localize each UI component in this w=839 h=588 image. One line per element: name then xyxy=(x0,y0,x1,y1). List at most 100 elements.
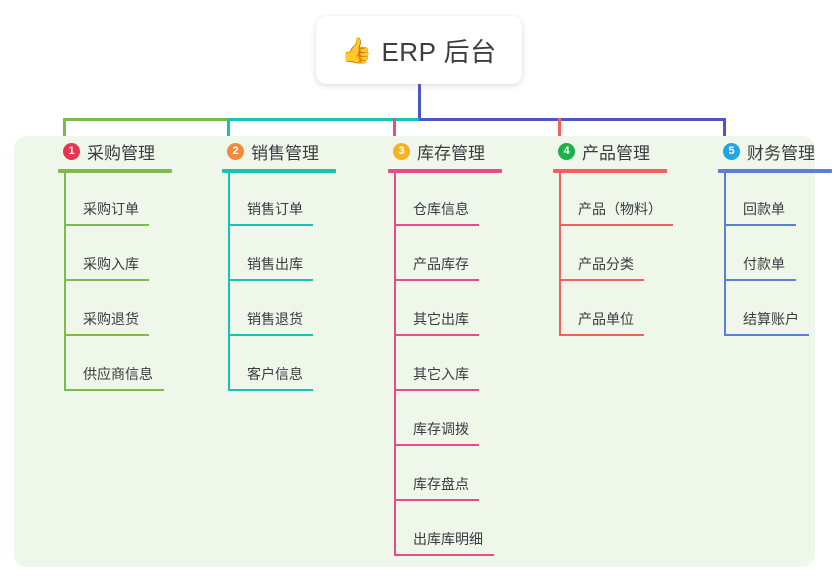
leaf-label: 销售退货 xyxy=(247,311,303,327)
leaf-label: 采购订单 xyxy=(83,201,139,217)
leaf-node[interactable]: 付款单 xyxy=(724,226,798,281)
branch-number-badge: 5 xyxy=(723,142,740,160)
leaf-node[interactable]: 销售出库 xyxy=(228,226,315,281)
leaf-rule xyxy=(394,279,479,281)
bus-segment-3 xyxy=(419,118,726,121)
branch-header-4[interactable]: 4 产品管理 xyxy=(541,136,650,166)
leaf-rule xyxy=(724,279,796,281)
root-stem-line xyxy=(418,84,421,120)
branch-header-rule xyxy=(222,169,336,173)
branch-number-badge: 3 xyxy=(393,142,410,160)
leaf-node[interactable]: 库存盘点 xyxy=(394,446,481,501)
leaf-label: 结算账户 xyxy=(743,311,799,327)
branch-header-rule xyxy=(58,169,172,173)
leaf-node[interactable]: 采购退货 xyxy=(64,281,151,336)
leaf-label: 客户信息 xyxy=(247,366,303,382)
leaf-label: 产品（物料） xyxy=(578,201,662,217)
leaf-node[interactable]: 采购订单 xyxy=(64,171,151,226)
branch-title: 产品管理 xyxy=(582,143,650,163)
leaf-node[interactable]: 产品分类 xyxy=(559,226,646,281)
leaf-node[interactable]: 其它入库 xyxy=(394,336,481,391)
leaf-label: 库存盘点 xyxy=(413,476,469,492)
leaf-rule xyxy=(559,279,644,281)
branch-number-badge: 2 xyxy=(227,142,244,160)
leaf-node[interactable]: 回款单 xyxy=(724,171,798,226)
leaf-rule xyxy=(64,334,149,336)
branch-title: 采购管理 xyxy=(87,143,155,163)
branch-number-badge: 1 xyxy=(63,142,80,160)
root-title: ERP 后台 xyxy=(381,36,497,67)
leaf-label: 销售出库 xyxy=(247,256,303,272)
leaf-rule xyxy=(64,389,164,391)
branch-title: 财务管理 xyxy=(747,143,815,163)
leaf-node[interactable]: 产品库存 xyxy=(394,226,481,281)
leaf-label: 产品单位 xyxy=(578,311,634,327)
leaf-rule xyxy=(394,389,479,391)
branch-spine xyxy=(64,171,66,391)
leaf-rule xyxy=(394,554,494,556)
leaf-rule xyxy=(228,334,313,336)
leaf-node[interactable]: 产品（物料） xyxy=(559,171,675,226)
leaf-label: 其它出库 xyxy=(413,311,469,327)
branch-header-rule xyxy=(553,169,667,173)
leaf-label: 回款单 xyxy=(743,201,785,217)
leaf-node[interactable]: 其它出库 xyxy=(394,281,481,336)
bus-segment-2 xyxy=(228,118,420,121)
branch-column-3: 3 库存管理仓库信息产品库存其它出库其它入库库存调拨库存盘点出库库明细 xyxy=(376,136,502,556)
bus-segment-1 xyxy=(63,118,228,121)
diagram-panel: 1 采购管理采购订单采购入库采购退货供应商信息 2 销售管理销售订单销售出库销售退货客… xyxy=(14,136,832,567)
branch-spine xyxy=(724,171,726,336)
leaf-rule xyxy=(64,279,149,281)
leaf-node[interactable]: 产品单位 xyxy=(559,281,646,336)
leaf-rule xyxy=(394,224,479,226)
leaf-node[interactable]: 销售退货 xyxy=(228,281,315,336)
branch-header-5[interactable]: 5 财务管理 xyxy=(706,136,815,166)
leaf-label: 付款单 xyxy=(743,256,785,272)
branch-spine xyxy=(228,171,230,391)
leaf-label: 采购入库 xyxy=(83,256,139,272)
leaf-rule xyxy=(394,444,479,446)
branch-column-4: 4 产品管理产品（物料） 产品分类产品单位 xyxy=(541,136,673,336)
branch-header-3[interactable]: 3 库存管理 xyxy=(376,136,485,166)
leaf-label: 产品分类 xyxy=(578,256,634,272)
leaf-node[interactable]: 供应商信息 xyxy=(64,336,166,391)
leaf-node[interactable]: 出库库明细 xyxy=(394,501,496,556)
leaf-rule xyxy=(394,499,479,501)
leaf-rule xyxy=(228,389,313,391)
leaf-label: 产品库存 xyxy=(413,256,469,272)
leaf-node[interactable]: 仓库信息 xyxy=(394,171,481,226)
branch-title: 销售管理 xyxy=(251,143,319,163)
leaf-node[interactable]: 结算账户 xyxy=(724,281,811,336)
branch-spine xyxy=(394,171,396,556)
leaf-label: 供应商信息 xyxy=(83,366,153,382)
leaf-rule xyxy=(724,224,796,226)
branch-title: 库存管理 xyxy=(417,143,485,163)
leaf-label: 仓库信息 xyxy=(413,201,469,217)
branch-spine xyxy=(559,171,561,336)
leaf-label: 采购退货 xyxy=(83,311,139,327)
branch-column-1: 1 采购管理采购订单采购入库采购退货供应商信息 xyxy=(46,136,172,391)
branch-header-rule xyxy=(718,169,832,173)
leaf-node[interactable]: 采购入库 xyxy=(64,226,151,281)
branch-header-2[interactable]: 2 销售管理 xyxy=(210,136,319,166)
root-node[interactable]: 👍 ERP 后台 xyxy=(316,16,522,84)
branch-number-badge: 4 xyxy=(558,142,575,160)
leaf-rule xyxy=(64,224,149,226)
branch-column-2: 2 销售管理销售订单销售出库销售退货客户信息 xyxy=(210,136,336,391)
branch-column-5: 5 财务管理回款单付款单结算账户 xyxy=(706,136,832,336)
leaf-label: 其它入库 xyxy=(413,366,469,382)
branch-header-rule xyxy=(388,169,502,173)
leaf-node[interactable]: 库存调拨 xyxy=(394,391,481,446)
leaf-rule xyxy=(228,279,313,281)
leaf-rule xyxy=(394,334,479,336)
leaf-rule xyxy=(559,334,644,336)
leaf-label: 销售订单 xyxy=(247,201,303,217)
leaf-rule xyxy=(559,224,673,226)
leaf-node[interactable]: 客户信息 xyxy=(228,336,315,391)
leaf-rule xyxy=(228,224,313,226)
thumbs-up-icon: 👍 xyxy=(341,36,373,65)
leaf-rule xyxy=(724,334,809,336)
leaf-node[interactable]: 销售订单 xyxy=(228,171,315,226)
branch-header-1[interactable]: 1 采购管理 xyxy=(46,136,155,166)
leaf-label: 库存调拨 xyxy=(413,421,469,437)
